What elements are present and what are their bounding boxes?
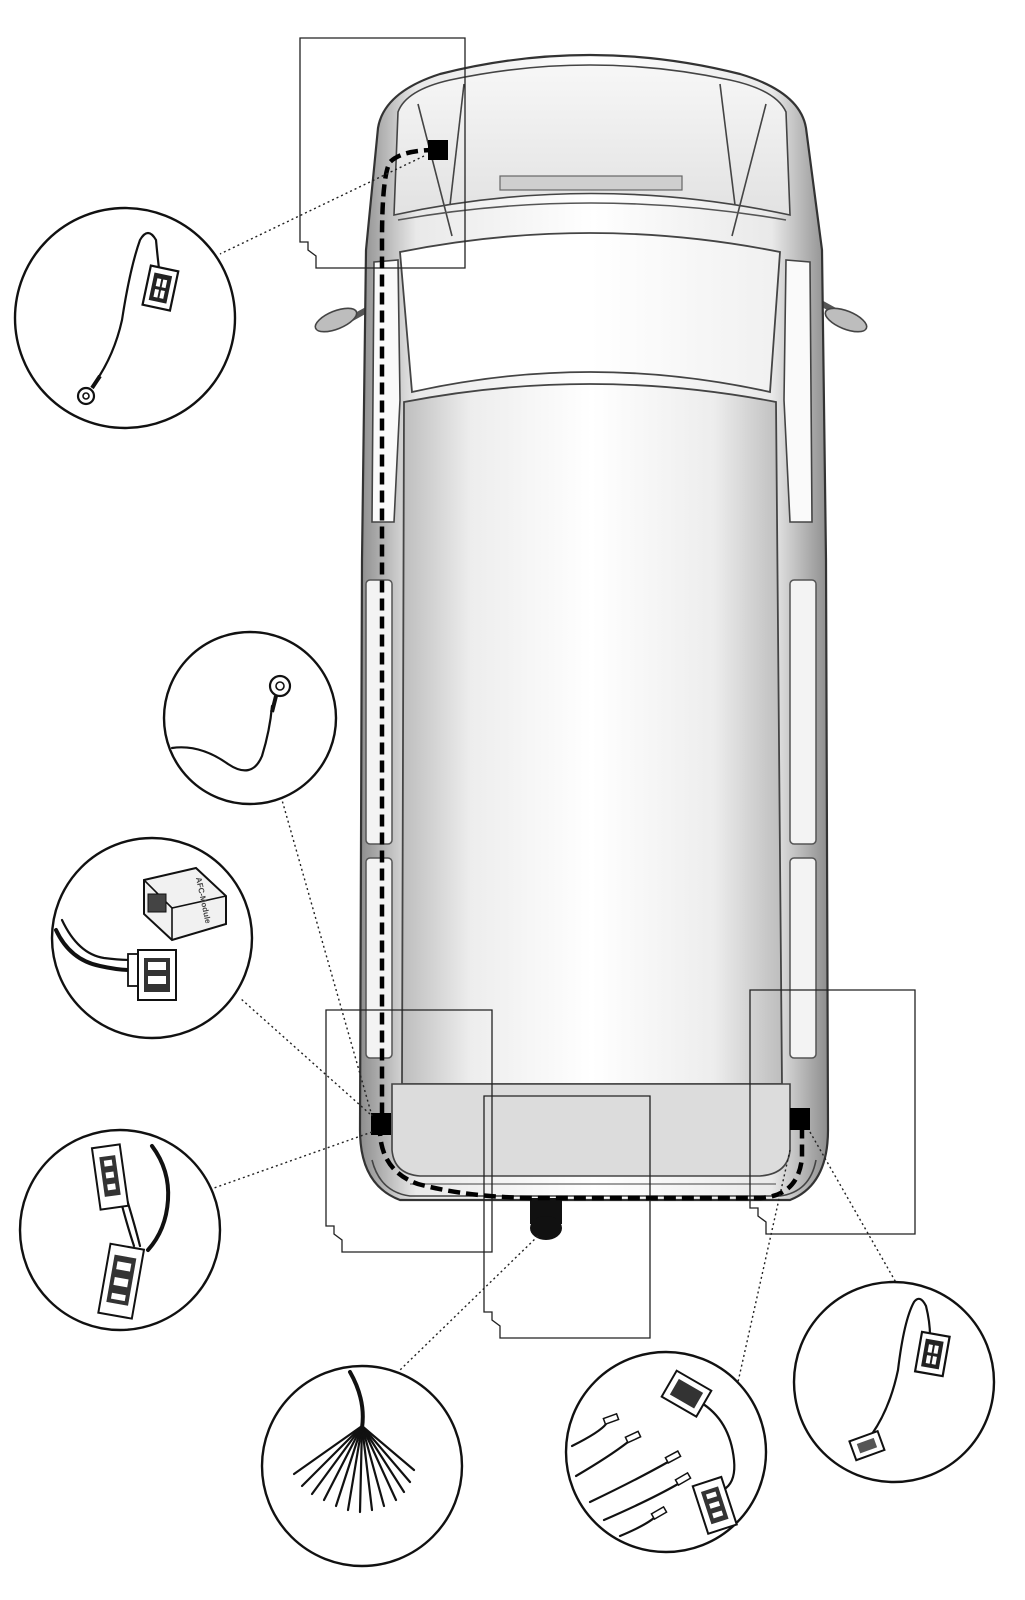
rear-panel xyxy=(391,1083,791,1177)
detail-ground-ring-terminal xyxy=(162,630,338,806)
van-top-view xyxy=(314,53,868,1202)
wire-bundle-icon xyxy=(292,1370,416,1514)
right-front-window xyxy=(783,259,813,523)
right-rear-connector-point xyxy=(790,1108,810,1130)
detail-t-connector xyxy=(18,1128,222,1332)
callout-boxes xyxy=(299,37,916,1339)
left-front-window xyxy=(371,259,401,523)
connector-icon xyxy=(848,1297,951,1462)
connector-ring-terminal-icon xyxy=(76,231,180,406)
hood xyxy=(393,64,791,217)
detail-connector-ring-terminal-front xyxy=(13,206,237,430)
detail-connector-rear-right xyxy=(792,1280,996,1484)
hood-vent xyxy=(499,175,683,191)
left-rear-connector-point xyxy=(371,1113,391,1135)
ring-terminal-icon xyxy=(170,674,292,772)
leader-lines xyxy=(213,155,899,1383)
plug-icon xyxy=(54,918,177,1001)
detail-afc-module: AFC-Module xyxy=(50,836,254,1040)
left-side-panel-1 xyxy=(365,579,393,845)
tow-ball-socket xyxy=(530,1198,562,1240)
wiring-harness xyxy=(371,140,810,1201)
module-icon: AFC-Module xyxy=(143,866,227,942)
front-connector-point xyxy=(428,140,448,160)
right-side-panel-1 xyxy=(789,579,817,845)
pin-connector-icon xyxy=(570,1369,738,1538)
t-connector-icon xyxy=(90,1143,171,1320)
roof xyxy=(401,383,783,1085)
left-side-panel-2 xyxy=(365,857,393,1059)
windshield xyxy=(399,232,781,394)
detail-socket-wire-bundle xyxy=(260,1364,464,1568)
right-side-panel-2 xyxy=(789,857,817,1059)
detail-pin-connectors xyxy=(564,1350,768,1554)
